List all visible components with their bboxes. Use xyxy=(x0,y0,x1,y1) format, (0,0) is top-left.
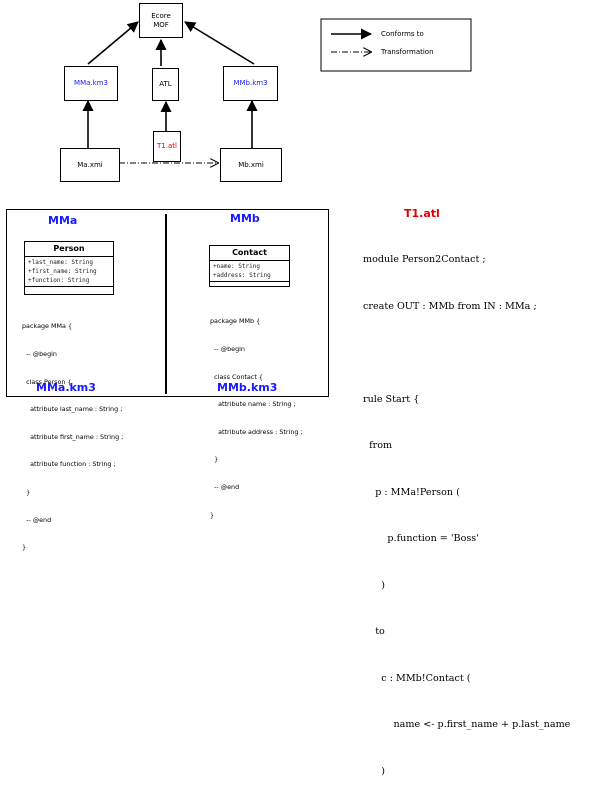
node-mmb-km3-label: MMb.km3 xyxy=(233,79,268,87)
atl-code-line: ) xyxy=(363,765,386,777)
atl-code-line: p.function = 'Boss' xyxy=(363,533,479,544)
atl-code: module Person2Contact ; create OUT : MMb… xyxy=(363,221,570,806)
node-ecore-line2: MOF xyxy=(153,20,169,29)
arrow-mma-to-ecore xyxy=(87,21,139,65)
class-person-operations xyxy=(25,287,113,292)
node-t1-atl-label: T1.atl xyxy=(157,142,177,150)
mma-code-line: } xyxy=(22,543,27,552)
atl-code-line: ) xyxy=(363,579,386,591)
diagram-canvas xyxy=(82,18,472,394)
mma-code: package MMa { -- @begin class Person { a… xyxy=(22,304,123,562)
class-person-name: Person xyxy=(25,242,113,257)
atl-code-line: from xyxy=(363,440,393,451)
atl-code-line: c : MMb!Contact ( xyxy=(363,672,471,684)
node-ecore-line1: Ecore xyxy=(151,11,171,20)
mmb-title: MMb xyxy=(230,212,260,225)
atl-code-line: create OUT : MMb from IN : MMa ; xyxy=(363,300,537,312)
metamodel-panel xyxy=(6,209,329,397)
person-attr-last-name: +last_name: String xyxy=(28,259,94,266)
mma-code-line: class Person { xyxy=(22,377,72,386)
mmb-footer: MMb.km3 xyxy=(217,381,278,394)
node-t1-atl: T1.atl xyxy=(153,131,181,162)
mmb-code-line: class Contact { xyxy=(210,372,263,381)
mma-code-line: package MMa { xyxy=(22,322,73,331)
node-ma-xmi-label: Ma.xmi xyxy=(77,160,103,169)
person-attr-first-name: +first_name: String xyxy=(28,268,97,275)
mmb-code-line: attribute address : String ; xyxy=(210,427,303,436)
contact-attr-address: +address: String xyxy=(213,272,271,279)
class-contact-name: Contact xyxy=(210,246,289,261)
node-mma-km3: MMa.km3 xyxy=(64,66,118,101)
mma-code-line: -- @end xyxy=(22,515,52,524)
node-mma-km3-label: MMa.km3 xyxy=(74,79,108,87)
mmb-code-line: -- @begin xyxy=(210,345,245,354)
mmb-code-line: package MMb { xyxy=(210,317,261,326)
atl-code-line: name <- p.first_name + p.last_name xyxy=(363,719,571,730)
person-attr-function: +function: String xyxy=(28,277,90,284)
mmb-code-line: -- @end xyxy=(210,483,240,492)
atl-code-line: module Person2Contact ; xyxy=(363,254,486,265)
class-contact-operations xyxy=(210,282,289,287)
class-contact: Contact +name: String +address: String xyxy=(209,245,290,287)
contact-attr-name: +name: String xyxy=(213,263,260,270)
node-atl: ATL xyxy=(152,68,179,101)
node-mb-xmi: Mb.xmi xyxy=(220,148,282,182)
legend-frame xyxy=(320,18,472,72)
node-mb-xmi-label: Mb.xmi xyxy=(238,160,264,169)
mma-code-line: attribute function : String ; xyxy=(22,460,116,469)
mma-footer: MMa.km3 xyxy=(36,381,96,394)
mma-code-line: attribute first_name : String ; xyxy=(22,432,124,441)
node-atl-label: ATL xyxy=(159,80,172,88)
legend-transformation-label: Transformation xyxy=(381,48,434,56)
atl-title: T1.atl xyxy=(404,207,440,220)
node-ma-xmi: Ma.xmi xyxy=(60,148,120,182)
mmb-code-line: } xyxy=(210,455,219,464)
mma-code-line: } xyxy=(22,488,31,497)
class-contact-attributes: +name: String +address: String xyxy=(210,261,289,282)
node-mmb-km3: MMb.km3 xyxy=(223,66,278,101)
atl-code-line: ​ xyxy=(363,345,570,361)
mmb-code-line: attribute name : String ; xyxy=(210,400,296,409)
atl-code-line: p : MMa!Person ( xyxy=(363,486,460,498)
mma-title: MMa xyxy=(48,214,78,227)
class-person: Person +last_name: String +first_name: S… xyxy=(24,241,114,295)
legend-conforms-label: Conforms to xyxy=(381,30,424,38)
mma-code-line: attribute last_name : String ; xyxy=(22,405,123,414)
mmb-code: package MMb { -- @begin class Contact { … xyxy=(210,299,303,529)
node-ecore-mof: Ecore MOF xyxy=(139,3,183,38)
mmb-code-line: } xyxy=(210,510,215,519)
arrow-mmb-to-ecore xyxy=(184,21,255,65)
atl-code-line: rule Start { xyxy=(363,393,420,405)
class-person-attributes: +last_name: String +first_name: String +… xyxy=(25,257,113,287)
atl-code-line: to xyxy=(363,626,385,637)
mma-code-line: -- @begin xyxy=(22,350,57,359)
